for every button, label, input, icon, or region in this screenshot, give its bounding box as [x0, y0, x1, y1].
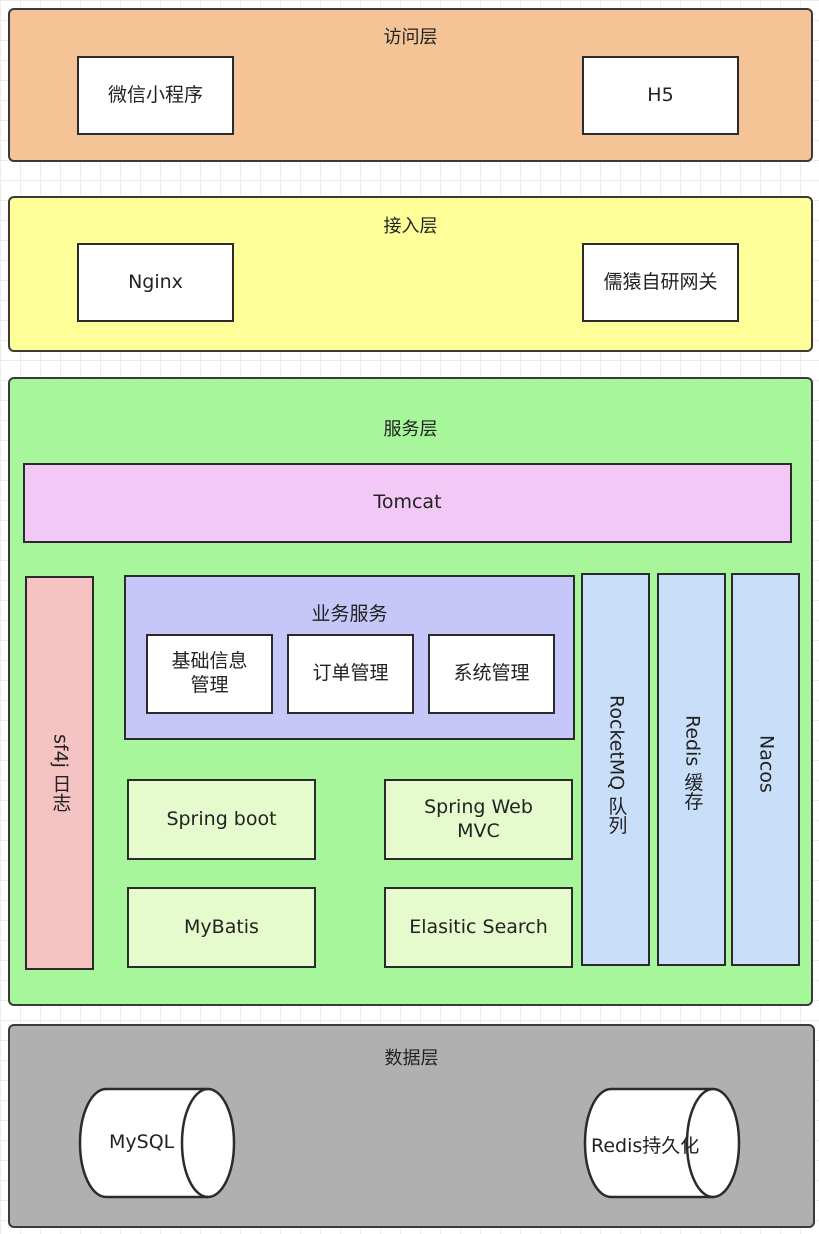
order-management-label: 订单管理: [312, 662, 389, 685]
mybatis-label: MyBatis: [184, 915, 259, 938]
order-management-box: 订单管理: [287, 634, 414, 714]
system-management-box: 系统管理: [428, 634, 555, 714]
tomcat-label: Tomcat: [373, 491, 442, 514]
basic-info-management-box: 基础信息 管理: [146, 634, 273, 714]
spring-boot-label: Spring boot: [166, 807, 277, 830]
business-services-group: 业务服务 基础信息 管理 订单管理 系统管理: [124, 575, 575, 740]
access-layer-title: 访问层: [383, 27, 438, 48]
elasticsearch-box: Elasitic Search: [384, 887, 573, 968]
wechat-miniprogram-label: 微信小程序: [107, 83, 203, 106]
basic-info-management-label: 基础信息 管理: [171, 650, 248, 696]
service-layer-title: 服务层: [383, 419, 438, 440]
redis-persistence-cylinder-icon: [583, 1087, 741, 1199]
logging-label: sf4j 日志: [49, 734, 72, 812]
h5-box: H5: [582, 56, 739, 135]
tomcat-box: Tomcat: [23, 463, 792, 543]
nacos-box: Nacos: [731, 573, 800, 966]
custom-gateway-label: 儒猿自研网关: [603, 270, 718, 293]
business-services-title: 业务服务: [311, 603, 388, 625]
spring-web-mvc-label: Spring Web MVC: [424, 795, 533, 842]
logging-box: sf4j 日志: [25, 576, 94, 970]
mysql-cylinder-icon: [78, 1087, 236, 1199]
rocketmq-queue-box: RocketMQ 队列: [581, 573, 650, 966]
redis-cache-label: Redis 缓存: [681, 715, 704, 811]
mysql-label: MySQL: [109, 1131, 175, 1153]
access-layer: 访问层 微信小程序 H5: [8, 8, 813, 162]
h5-label: H5: [647, 83, 674, 106]
nginx-label: Nginx: [128, 270, 183, 293]
custom-gateway-box: 儒猿自研网关: [582, 243, 739, 322]
data-layer-title: 数据层: [384, 1048, 439, 1069]
gateway-layer-title: 接入层: [383, 216, 438, 237]
data-layer: 数据层 MySQL Redis持久化: [8, 1024, 815, 1228]
redis-persistence-label: Redis持久化: [591, 1135, 700, 1157]
nginx-box: Nginx: [77, 243, 234, 322]
nacos-label: Nacos: [755, 735, 778, 793]
spring-boot-box: Spring boot: [127, 779, 316, 860]
wechat-miniprogram-box: 微信小程序: [77, 56, 234, 135]
service-layer: 服务层 Tomcat sf4j 日志 业务服务 基础信息 管理 订单管理 系统管…: [8, 377, 813, 1006]
mybatis-box: MyBatis: [127, 887, 316, 968]
redis-cache-box: Redis 缓存: [657, 573, 726, 966]
elasticsearch-label: Elasitic Search: [409, 915, 548, 938]
rocketmq-queue-label: RocketMQ 队列: [605, 695, 628, 835]
gateway-layer: 接入层 Nginx 儒猿自研网关: [8, 196, 813, 352]
system-management-label: 系统管理: [453, 662, 530, 685]
spring-web-mvc-box: Spring Web MVC: [384, 779, 573, 860]
